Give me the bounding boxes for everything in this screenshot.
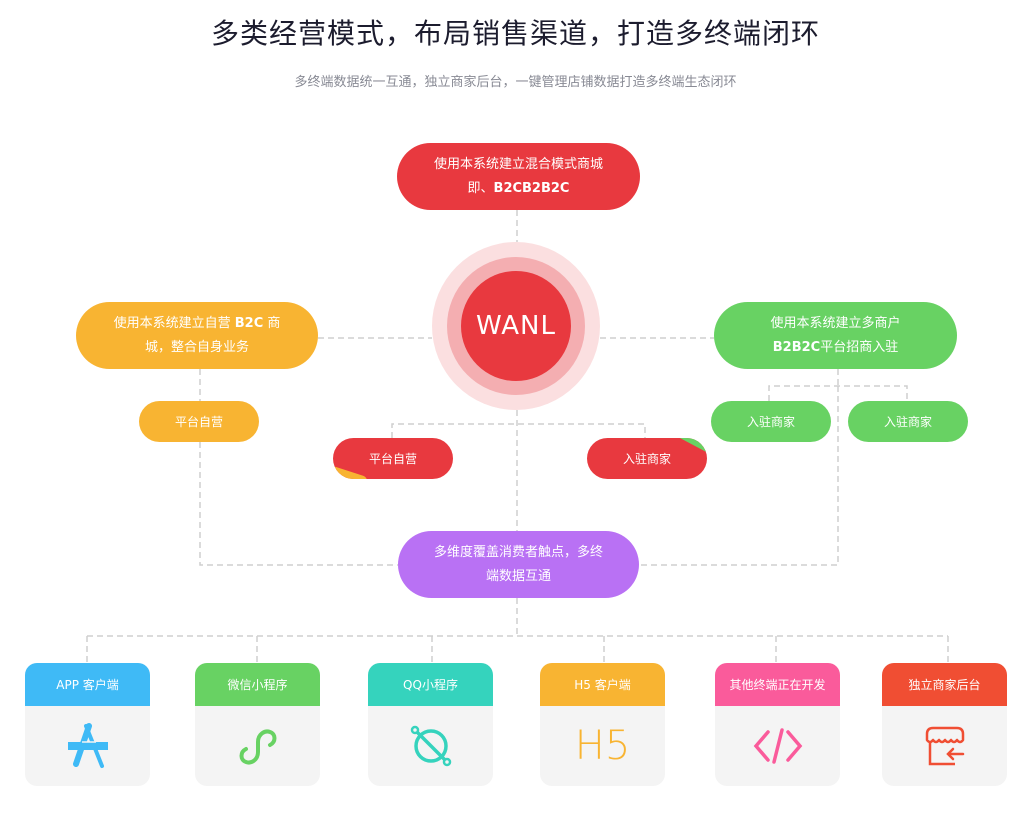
mixed-mode-prefix: 即、 (467, 180, 494, 196)
terminal-card-header: 微信小程序 (195, 663, 320, 706)
connector-center-children (391, 423, 646, 438)
b2b2c-line1: 使用本系统建立多商户 (770, 315, 901, 331)
page-subtitle: 多终端数据统一互通，独立商家后台，一键管理店铺数据打造多终端生态闭环 (294, 75, 737, 90)
terminal-card-header: 其他终端正在开发 (715, 663, 840, 706)
mixed-mode-bold: B2CB2B2C (493, 180, 570, 196)
b2c-prefix: 使用本系统建立自营 (113, 315, 235, 331)
terminal-card-header: H5 客户端 (540, 663, 665, 706)
terminal-card-merchant-backend: 独立商家后台 (882, 663, 1007, 786)
right-child-label: 入驻商家 (746, 414, 795, 429)
connector-right-to-hub (639, 386, 839, 566)
b2c-suffix: 商 (263, 315, 281, 331)
right-child-merchant-1: 入驻商家 (711, 401, 831, 442)
b2b2c-line2: B2B2C平台招商入驻 (773, 336, 898, 360)
multi-terminal-hub: 多维度覆盖消费者触点，多终 端数据互通 (398, 531, 639, 598)
left-child-self-operated: 平台自营 (139, 401, 259, 442)
b2b2c-node: 使用本系统建立多商户 B2B2C平台招商入驻 (714, 302, 957, 369)
connector-left-to-hub (199, 442, 398, 566)
right-child-merchant-2: 入驻商家 (848, 401, 968, 442)
center-child-merchant: 入驻商家 (587, 438, 707, 479)
app-store-icon (67, 723, 108, 768)
storefront-icon (925, 726, 964, 766)
right-child-label: 入驻商家 (883, 414, 932, 429)
planet-icon (410, 725, 451, 767)
b2c-bold: B2C (234, 315, 264, 331)
h5-icon: H5 (574, 723, 631, 769)
b2c-line2: 城，整合自身业务 (144, 339, 249, 355)
hub-line1: 多维度覆盖消费者触点，多终 (433, 544, 603, 560)
b2b2c-bold: B2B2C (772, 339, 821, 355)
terminal-card-header: APP 客户端 (25, 663, 150, 706)
b2c-line1: 使用本系统建立自营 B2C 商 (114, 312, 281, 336)
center-child-label: 入驻商家 (622, 451, 671, 466)
mixed-mode-line2: 即、B2CB2B2C (468, 177, 570, 201)
terminal-card-wechat: 微信小程序 (195, 663, 320, 786)
terminal-card-h5: H5 客户端 H5 (540, 663, 665, 786)
wanl-logo: WANL (461, 271, 571, 381)
center-child-label: 平台自营 (368, 451, 417, 466)
mixed-mode-line1: 使用本系统建立混合模式商城 (433, 156, 603, 172)
terminal-card-app: APP 客户端 (25, 663, 150, 786)
mixed-mode-node: 使用本系统建立混合模式商城 即、B2CB2B2C (397, 143, 640, 210)
terminal-card-header: QQ小程序 (368, 663, 493, 706)
center-child-self-operated: 平台自营 (333, 438, 453, 479)
mini-program-icon (239, 729, 276, 765)
left-child-label: 平台自营 (174, 414, 223, 429)
terminal-card-header: 独立商家后台 (882, 663, 1007, 706)
terminal-card-qq: QQ小程序 (368, 663, 493, 786)
code-icon (753, 728, 802, 764)
terminal-card-other: 其他终端正在开发 (715, 663, 840, 786)
b2b2c-suffix: 平台招商入驻 (820, 339, 899, 355)
page-title: 多类经营模式，布局销售渠道，打造多终端闭环 (210, 17, 820, 50)
b2c-node: 使用本系统建立自营 B2C 商 城，整合自身业务 (76, 302, 318, 369)
hub-line2: 端数据互通 (485, 568, 551, 584)
